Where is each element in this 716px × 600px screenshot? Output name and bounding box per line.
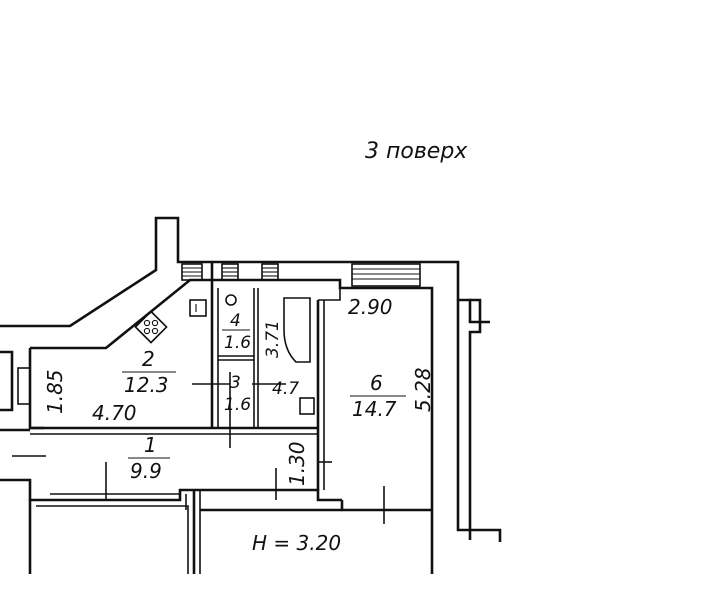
room-2: 2 12.3 bbox=[122, 347, 176, 397]
room-area: 4.7 bbox=[272, 379, 299, 399]
room-4: 4 1.6 bbox=[222, 311, 251, 353]
interior-walls bbox=[28, 280, 434, 574]
stove-icon bbox=[134, 310, 168, 344]
room-area: 1.6 bbox=[224, 395, 251, 415]
ventilation-shafts bbox=[181, 263, 421, 287]
radiator-icon bbox=[17, 367, 31, 405]
dimension-bath-length: 3.71 bbox=[263, 320, 283, 358]
dimension-room2-depth: 1.85 bbox=[43, 369, 67, 414]
room-number: 3 bbox=[230, 373, 241, 393]
bathtub-icon bbox=[283, 297, 311, 363]
toilet-icon bbox=[225, 294, 237, 306]
room-area: 14.7 bbox=[352, 397, 397, 421]
room-area: 1.6 bbox=[224, 333, 251, 353]
dimension-room6-width: 2.90 bbox=[348, 295, 393, 319]
floor-label: 3 поверх bbox=[365, 139, 468, 164]
dimension-room2-width: 4.70 bbox=[92, 401, 137, 425]
room-1: 1 9.9 bbox=[128, 433, 170, 483]
room-3: 3 1.6 bbox=[224, 373, 251, 415]
room-number: 4 bbox=[230, 311, 241, 331]
room-area: 9.9 bbox=[130, 459, 162, 483]
sink-icon bbox=[189, 299, 207, 317]
room-6: 6 14.7 bbox=[350, 371, 406, 421]
ceiling-height: Н = 3.20 bbox=[252, 531, 341, 555]
washbasin-icon bbox=[299, 397, 315, 415]
room-number: 2 bbox=[142, 347, 155, 371]
scan-edge bbox=[0, 574, 716, 600]
dimension-room6-length: 5.28 bbox=[411, 367, 435, 412]
room-number: 6 bbox=[370, 371, 383, 395]
door-marks bbox=[12, 372, 385, 524]
room-5: 4.7 bbox=[272, 379, 299, 399]
room-area: 12.3 bbox=[124, 373, 169, 397]
room-number: 1 bbox=[144, 433, 157, 457]
dimension-corridor-width: 1.30 bbox=[285, 441, 309, 486]
